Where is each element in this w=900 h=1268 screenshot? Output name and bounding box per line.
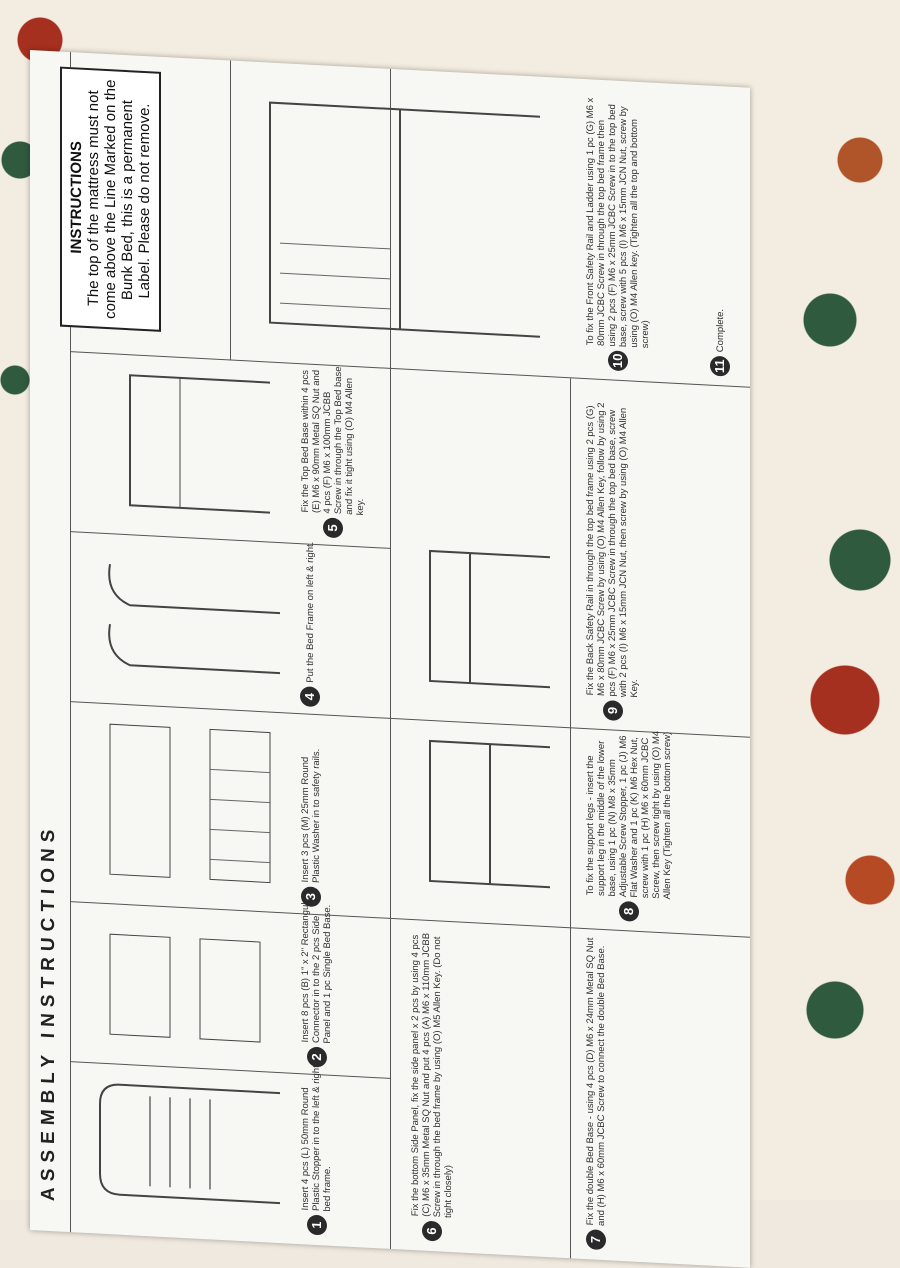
- step-text: Insert 3 pcs (M) 25mm Round Plastic Wash…: [300, 748, 322, 884]
- step-7: 7Fix the double Bed Base - using 4 pcs (…: [585, 935, 607, 1251]
- step-badge: 11: [710, 355, 730, 377]
- step-badge: 3: [301, 886, 321, 908]
- notice-heading: INSTRUCTIONS: [68, 140, 85, 255]
- step-badge: 10: [608, 350, 628, 372]
- back-safety-rail-drawing: [429, 549, 550, 689]
- instruction-sheet: ASSEMBLY INSTRUCTIONS: [30, 50, 750, 1268]
- step-text: Put the Bed Frame on left & right.: [304, 541, 316, 683]
- step-4: 4 Put the Bed Frame on left & right.: [300, 532, 320, 708]
- step-9: 9Fix the Back Safety Rail in through the…: [585, 395, 640, 722]
- grid-line: [230, 60, 231, 361]
- step-5: 5Fix the Top Bed Base within 4 pcs (E) M…: [300, 362, 366, 539]
- safety-rail-drawing: [109, 723, 271, 884]
- step-2: 2Insert 8 pcs (B) 1" x 2" Rectangular Co…: [300, 892, 333, 1068]
- notice-body: The top of the mattress must not come ab…: [85, 79, 153, 320]
- step-text: To fix the support legs - insert the sup…: [585, 730, 673, 900]
- step-8: 8To fix the support legs - insert the su…: [585, 725, 673, 924]
- mattress-warning-notice: INSTRUCTIONS The top of the mattress mus…: [60, 66, 161, 332]
- step-badge: 4: [300, 686, 320, 708]
- step-text: Fix the Top Bed Base within 4 pcs (E) M6…: [300, 366, 366, 516]
- step-badge: 7: [586, 1229, 606, 1251]
- instruction-sheet-wrapper: ASSEMBLY INSTRUCTIONS: [30, 50, 750, 1268]
- step-6: 6Fix the bottom Side Panel, fix the side…: [410, 926, 454, 1242]
- bed-frame-drawing: [99, 1083, 280, 1205]
- step-badge: 5: [323, 517, 343, 539]
- side-panel-drawing: [429, 739, 550, 889]
- step-text: Fix the bottom Side Panel, fix the side …: [410, 932, 454, 1219]
- complete-bunk-bed-drawing: [269, 101, 540, 338]
- top-bed-base-drawing: [129, 374, 270, 514]
- step-badge: 9: [602, 700, 623, 722]
- step-text: Complete.: [714, 308, 726, 353]
- step-10: 10To fix the Front Safety Rail and Ladde…: [585, 95, 651, 372]
- step-text: Fix the Back Safety Rail in through the …: [585, 402, 640, 698]
- step-text: Insert 8 pcs (B) 1" x 2" Rectangular Con…: [300, 893, 333, 1044]
- grid-line: [70, 901, 390, 919]
- sheet-title: ASSEMBLY INSTRUCTIONS: [38, 823, 59, 1202]
- step-1: 1Insert 4 pcs (L) 50mm Round Plastic Sto…: [300, 1060, 333, 1236]
- step-text: Fix the double Bed Base - using 4 pcs (D…: [585, 937, 607, 1227]
- step-badge: 6: [422, 1220, 442, 1242]
- step-badge: 1: [306, 1214, 327, 1236]
- step-3: 3Insert 3 pcs (M) 25mm Round Plastic Was…: [300, 732, 322, 908]
- connector-drawing: [109, 933, 261, 1043]
- bed-frame-sides-drawing: [108, 563, 280, 675]
- step-text: Insert 4 pcs (L) 50mm Round Plastic Stop…: [300, 1064, 333, 1212]
- step-11: 11 Complete.: [710, 202, 730, 377]
- step-badge: 8: [619, 900, 639, 922]
- grid-line: [570, 378, 571, 1259]
- step-text: To fix the Front Safety Rail and Ladder …: [585, 97, 651, 349]
- step-badge: 2: [306, 1046, 327, 1068]
